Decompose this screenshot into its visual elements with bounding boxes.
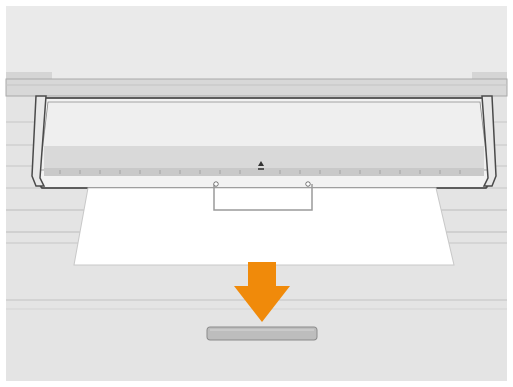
guide-pin-left (214, 182, 218, 186)
top-bar (6, 79, 507, 96)
output-slot (207, 327, 317, 340)
guide-pin-right (306, 182, 310, 186)
paper-sheet (74, 188, 454, 265)
center-mark (258, 168, 264, 170)
platen (44, 146, 484, 168)
